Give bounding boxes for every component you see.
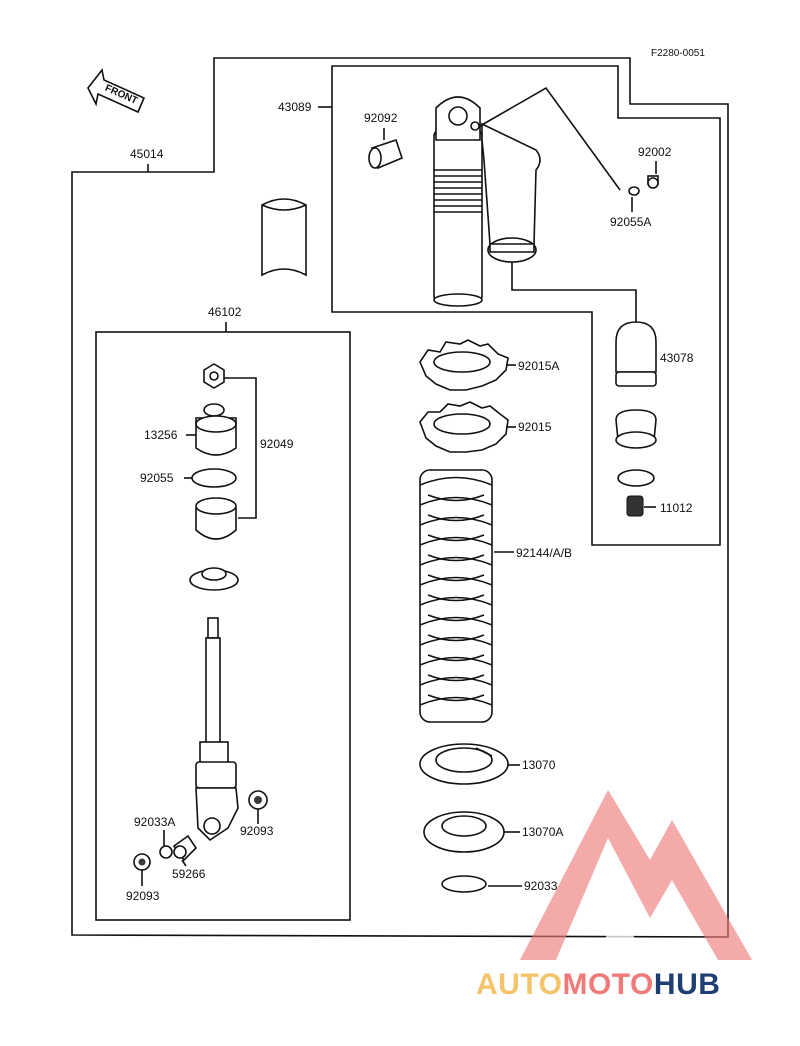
label-92092: 92092 (364, 111, 398, 125)
front-arrow-icon: FRONT (87, 68, 146, 114)
valve-core-11012 (626, 495, 644, 517)
oring-92055 (191, 468, 237, 488)
assembly-outline-45014 (71, 57, 729, 938)
watermark-auto: AUTO (476, 968, 562, 1001)
label-43089: 43089 (278, 100, 312, 114)
label-92144: 92144/A/B (516, 546, 572, 560)
label-92093-right: 92093 (240, 824, 274, 838)
assembly-outline-43089 (331, 65, 721, 546)
nut-92015A (419, 339, 509, 391)
watermark-moto: MOTO (562, 968, 653, 1001)
label-92015: 92015 (518, 420, 552, 434)
bump-cap (189, 567, 239, 591)
collar-92033A (159, 845, 173, 859)
label-92055A: 92055A (610, 215, 651, 229)
damper-rod (195, 617, 239, 842)
label-92033: 92033 (524, 879, 558, 893)
washer-92055A (628, 186, 640, 196)
label-11012: 11012 (660, 501, 693, 515)
shock-body (433, 96, 541, 307)
nut-top (203, 363, 225, 389)
spring-seat-13070 (419, 743, 509, 785)
assembly-outline-46102 (95, 331, 351, 921)
valve-seal (615, 409, 657, 449)
label-92015A: 92015A (518, 359, 559, 373)
bushing-92092 (368, 138, 403, 170)
label-45014: 45014 (130, 147, 164, 161)
label-92002: 92002 (638, 145, 672, 159)
spring-92144 (419, 469, 493, 723)
watermark-logo (520, 790, 752, 960)
rubber-lower (195, 497, 237, 540)
label-13070: 13070 (522, 758, 556, 772)
spring-seat-13070A (423, 811, 505, 853)
nut-92015 (419, 401, 509, 453)
label-43078: 43078 (660, 351, 694, 365)
circlip-92033 (441, 875, 487, 893)
label-46102: 46102 (208, 305, 242, 319)
watermark-text: AUTOMOTOHUB (476, 968, 720, 1001)
label-92049: 92049 (260, 437, 294, 451)
label-92055: 92055 (140, 471, 174, 485)
watermark-hub: HUB (654, 968, 721, 1001)
circlip-small (617, 469, 655, 487)
label-92093-left: 92093 (126, 889, 160, 903)
label-92033A: 92033A (134, 815, 175, 829)
sleeve-cover (261, 198, 307, 277)
figure-code: F2280-0051 (651, 48, 705, 59)
bolt-92002 (647, 175, 659, 189)
label-13256: 13256 (144, 428, 178, 442)
bushing-59266 (172, 834, 198, 862)
label-59266: 59266 (172, 867, 206, 881)
collar-92093-left (133, 853, 151, 871)
collar-92093-right (248, 790, 268, 810)
watermark-triangle-icon (520, 790, 752, 960)
label-13070A: 13070A (522, 825, 563, 839)
rubber-13256 (195, 403, 237, 456)
cap-43078 (615, 321, 657, 387)
